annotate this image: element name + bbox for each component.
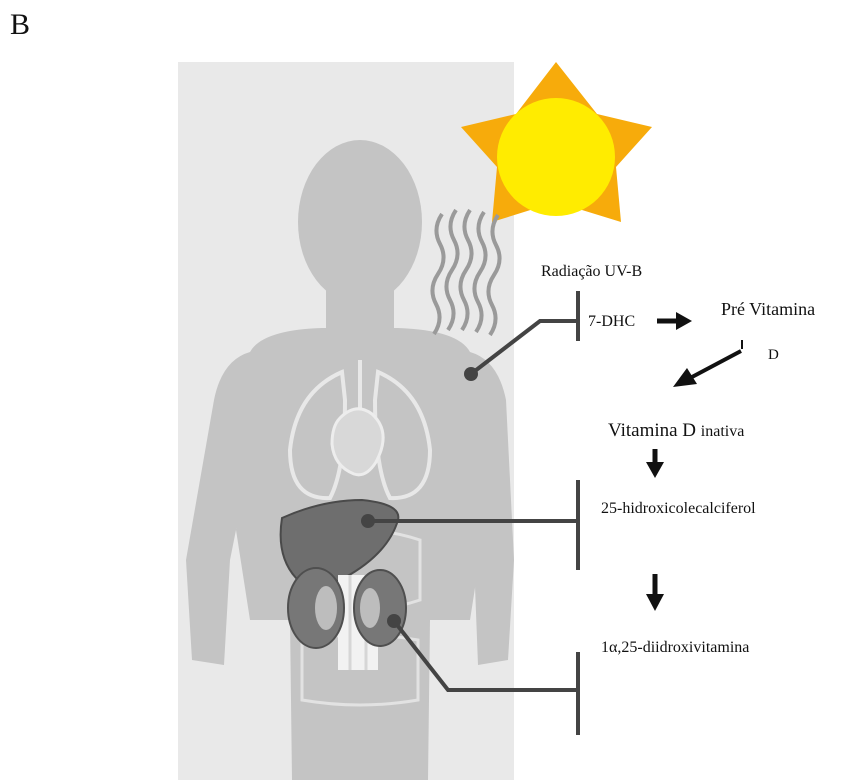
pre-vitamin-label-d: D: [768, 347, 779, 363]
seven-dhc-label: 7-DHC: [588, 313, 635, 330]
pre-vitamin-label: Pré Vitamina: [721, 299, 815, 319]
uv-radiation-label: Radiação UV-B: [541, 263, 642, 280]
calcidiol-label: 25-hidroxicolecalciferol: [601, 500, 756, 517]
arrow-7dhc-to-previtamin: [657, 312, 692, 330]
vitamin-d-label: Vitamina D inativa: [608, 420, 744, 441]
heart-icon: [332, 409, 383, 475]
liver-connector-dot: [361, 514, 375, 528]
calcitriol-label: 1α,25-diidroxivitamina: [601, 639, 749, 656]
arrow-previtamin-to-vitamin-d: [673, 351, 741, 387]
arrow-vitamin-d-to-calcidiol: [646, 449, 664, 478]
skin-connector-dot: [464, 367, 478, 381]
kidney-connector-dot: [387, 614, 401, 628]
arrow-calcidiol-to-calcitriol: [646, 574, 664, 611]
